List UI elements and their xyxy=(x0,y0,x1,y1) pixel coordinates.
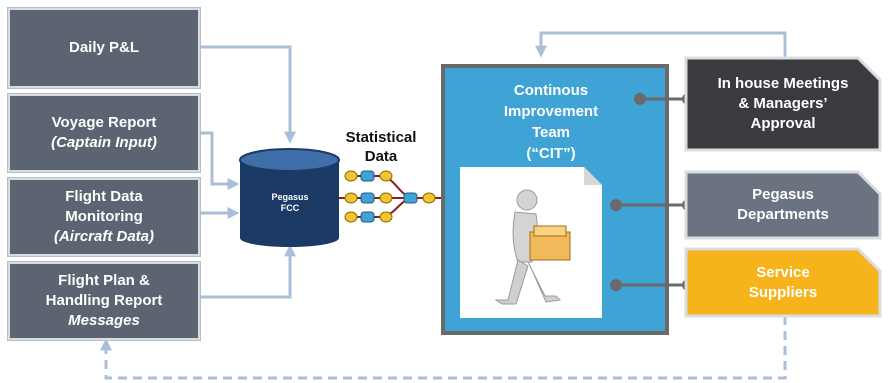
service-suppliers-box: Service Suppliers xyxy=(688,251,878,314)
flight-plan-sublabel: Messages xyxy=(68,312,140,329)
meetings-line3: Approval xyxy=(750,115,816,132)
arrow-flight-plan xyxy=(198,244,296,299)
in-house-meetings-shape xyxy=(684,56,882,152)
database-label: Pegasus FCC xyxy=(240,192,340,214)
statistical-data-label: Statistical Data xyxy=(326,128,436,166)
service-suppliers-shape xyxy=(684,247,882,318)
flight-data-label-2: Monitoring xyxy=(65,208,143,225)
cit-line2: Improvement xyxy=(503,103,599,120)
flight-data-monitoring-box: Flight Data Monitoring (Aircraft Data) xyxy=(8,178,200,256)
flight-plan-box: Flight Plan & Handling Report Messages xyxy=(8,262,200,340)
arrow-feedback-bottom xyxy=(100,316,787,380)
arrow-feedback-top xyxy=(535,31,787,62)
statistical-data-chain xyxy=(339,170,448,223)
flight-plan-label: Flight Plan & xyxy=(58,272,150,289)
cit-line4: (“CIT”) xyxy=(526,145,576,162)
database-label-line2: FCC xyxy=(280,203,300,213)
flight-data-sublabel: (Aircraft Data) xyxy=(53,228,155,245)
departments-line2: Departments xyxy=(737,206,829,223)
cit-line1: Continous xyxy=(513,82,589,99)
flight-plan-label-2: Handling Report xyxy=(45,292,163,309)
database-label-line1: Pegasus xyxy=(271,192,309,202)
meetings-line2: & Managers’ xyxy=(738,95,828,112)
daily-pl-label: Daily P&L xyxy=(68,39,140,56)
in-house-meetings-box: In house Meetings & Managers’ Approval xyxy=(688,60,878,148)
voyage-report-sublabel: (Captain Input) xyxy=(51,134,157,151)
cit-title: Continous Improvement Team (“CIT”) xyxy=(446,80,656,164)
pegasus-departments-box: Pegasus Departments xyxy=(688,174,878,236)
statistical-line2: Data xyxy=(364,148,398,165)
flight-data-label: Flight Data xyxy=(65,188,143,205)
database-cylinder xyxy=(239,148,340,247)
statistical-line1: Statistical xyxy=(345,129,417,146)
arrow-voyage-report xyxy=(198,131,240,190)
meetings-line1: In house Meetings xyxy=(717,75,849,92)
cit-line3: Team xyxy=(531,124,571,141)
suppliers-line1: Service xyxy=(756,263,810,281)
arrow-daily-pl xyxy=(198,45,296,144)
suppliers-line2: Suppliers xyxy=(748,283,818,301)
voyage-report-box: Voyage Report (Captain Input) xyxy=(8,94,200,172)
worker-illustration xyxy=(460,167,602,318)
departments-line1: Pegasus xyxy=(752,186,814,203)
daily-pl-box: Daily P&L xyxy=(8,8,200,88)
voyage-report-label: Voyage Report xyxy=(51,114,157,131)
pegasus-departments-shape xyxy=(684,170,882,240)
